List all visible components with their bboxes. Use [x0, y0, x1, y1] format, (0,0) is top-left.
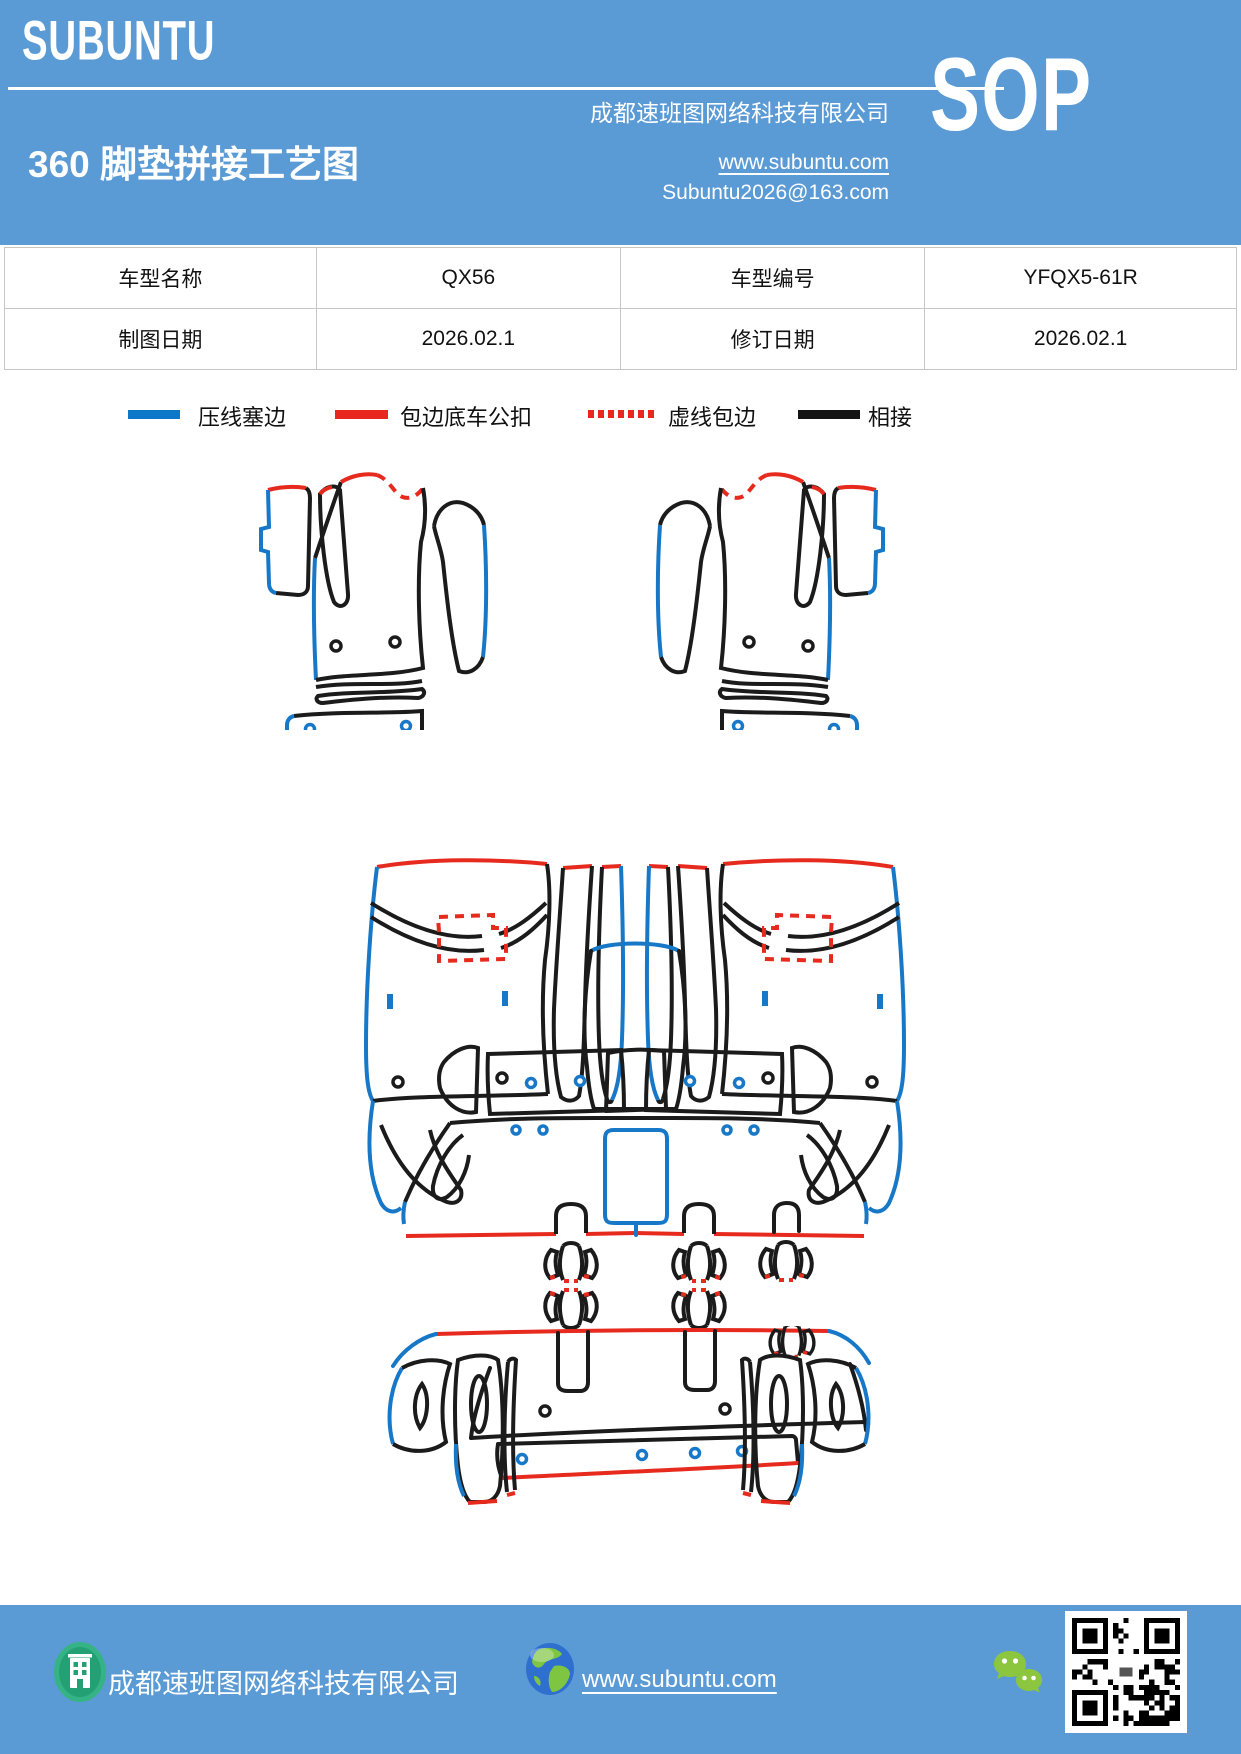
draw-date-value: 2026.02.1 — [315, 308, 621, 370]
legend-label: 相接 — [868, 405, 913, 430]
revise-date-label: 修订日期 — [619, 308, 926, 370]
footer-website-link[interactable]: www.subuntu.com — [582, 1666, 777, 1693]
draw-date-label: 制图日期 — [4, 308, 317, 370]
header-company: 成都速班图网络科技有限公司 — [590, 100, 889, 126]
model-name-value: QX56 — [315, 247, 621, 309]
brand-logo: SUBUNTU — [22, 11, 216, 73]
model-code-label: 车型编号 — [619, 247, 926, 309]
model-code-value: YFQX5-61R — [924, 247, 1237, 309]
table-row: 制图日期 2026.02.1 修订日期 2026.02.1 — [4, 308, 1237, 370]
table-row: 车型名称 QX56 车型编号 YFQX5-61R — [4, 247, 1237, 309]
header-website-link[interactable]: www.subuntu.com — [718, 151, 889, 174]
wechat-icon — [994, 1651, 1042, 1693]
revise-date-value: 2026.02.1 — [924, 308, 1237, 370]
front-mat-left-diagram — [259, 472, 489, 730]
legend-label: 包边底车公扣 — [400, 405, 533, 430]
front-mat-right-diagram — [655, 472, 885, 730]
qr-code — [1065, 1611, 1187, 1733]
legend-line-black — [798, 410, 860, 419]
header-banner: SUBUNTU 成都速班图网络科技有限公司 360 脚垫拼接工艺图 www.su… — [0, 0, 1241, 245]
building-icon — [54, 1642, 106, 1702]
header-divider — [8, 87, 1004, 90]
rear-mat-diagram — [335, 745, 935, 1335]
vehicle-info-table: 车型名称 QX56 车型编号 YFQX5-61R 制图日期 2026.02.1 … — [4, 247, 1237, 370]
model-name-label: 车型名称 — [4, 247, 317, 309]
globe-icon — [526, 1643, 574, 1695]
legend-line-blue — [128, 410, 180, 419]
trunk-mat-diagram — [387, 1326, 871, 1505]
legend-line-red — [335, 410, 388, 419]
footer-company: 成都速班图网络科技有限公司 — [108, 1669, 459, 1699]
legend-label: 压线塞边 — [198, 405, 287, 430]
page-title: 360 脚垫拼接工艺图 — [28, 144, 360, 185]
legend-label: 虚线包边 — [668, 405, 757, 430]
header-email: Subuntu2026@163.com — [662, 181, 889, 204]
legend-line-red-dashed — [588, 410, 656, 418]
sop-label: SOP — [930, 37, 1093, 153]
